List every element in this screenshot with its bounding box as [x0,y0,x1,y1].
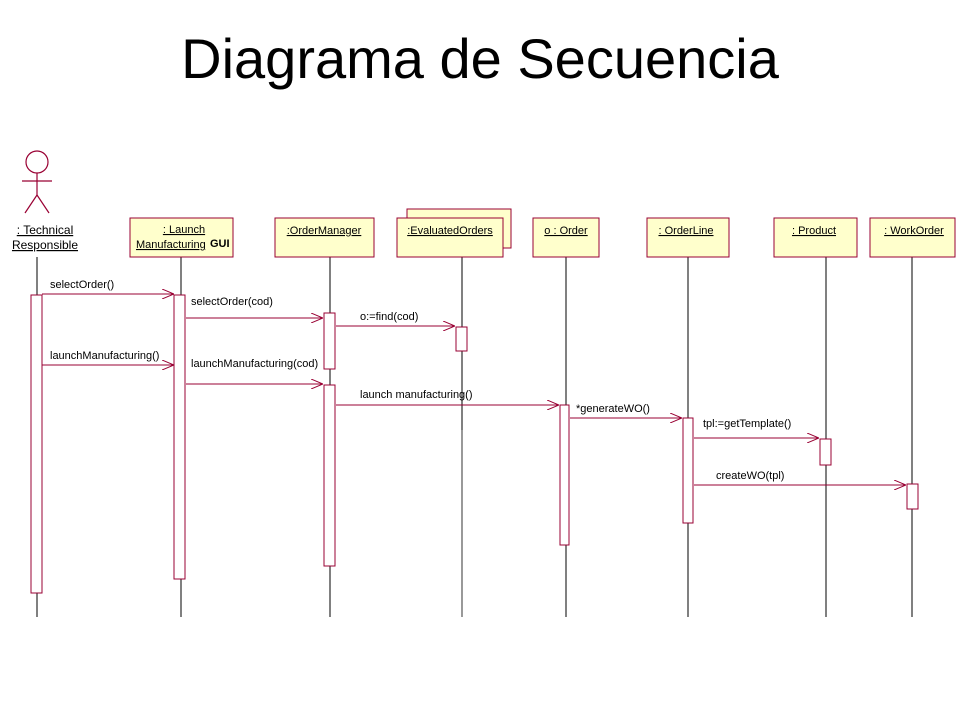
gui-stereotype: GUI [210,238,230,250]
actor-technical-responsible[interactable]: : Technical Responsible [12,150,78,252]
object-order-manager[interactable]: :OrderManager [274,217,375,258]
activation-order-manager-1 [323,312,336,370]
message-labels: selectOrder() selectOrder(cod) o:=find(c… [50,279,791,482]
activations [30,294,919,594]
object-name-line1: : Launch [163,224,205,236]
message-label-select-order: selectOrder() [50,279,114,291]
object-name: : Product [792,225,836,237]
activation-launch-gui [173,294,186,580]
message-label-create-wo: createWO(tpl) [716,470,784,482]
activation-evaluated-orders [455,326,468,352]
object-work-order[interactable]: : WorkOrder [869,217,956,258]
activation-work-order [906,483,919,510]
message-label-generate-wo: *generateWO() [576,403,650,415]
actor-name-line1: : Technical [17,223,73,237]
page-title: Diagrama de Secuencia [181,27,779,90]
message-label-find-cod: o:=find(cod) [360,311,418,323]
message-label-select-order-cod: selectOrder(cod) [191,296,273,308]
message-label-launch-manufacturing-cod: launchManufacturing(cod) [191,358,318,370]
object-name: : WorkOrder [884,225,944,237]
object-name-line2: Manufacturing [136,239,206,251]
activation-product [819,438,832,466]
actor-name-line2: Responsible [12,238,78,252]
activation-actor [30,294,43,594]
object-product[interactable]: : Product [773,217,858,258]
activation-order [559,404,570,546]
object-name: :EvaluatedOrders [407,225,493,237]
object-evaluated-orders[interactable]: :EvaluatedOrders [396,208,512,258]
message-label-get-template: tpl:=getTemplate() [703,418,791,430]
message-label-launch-manufacturing: launchManufacturing() [50,350,159,362]
message-label-launch-manufacturing-order: launch manufacturing() [360,389,473,401]
messages [42,294,906,485]
object-name: :OrderManager [287,225,362,237]
activation-order-line [682,417,694,524]
activation-order-manager-2 [323,384,336,567]
object-name: o : Order [544,225,588,237]
lifelines [36,257,913,617]
stick-figure-icon [22,150,52,214]
object-order[interactable]: o : Order [532,217,600,258]
object-launch-gui[interactable]: : Launch Manufacturing GUI [129,217,234,258]
object-name: : OrderLine [658,225,713,237]
object-order-line[interactable]: : OrderLine [646,217,730,258]
